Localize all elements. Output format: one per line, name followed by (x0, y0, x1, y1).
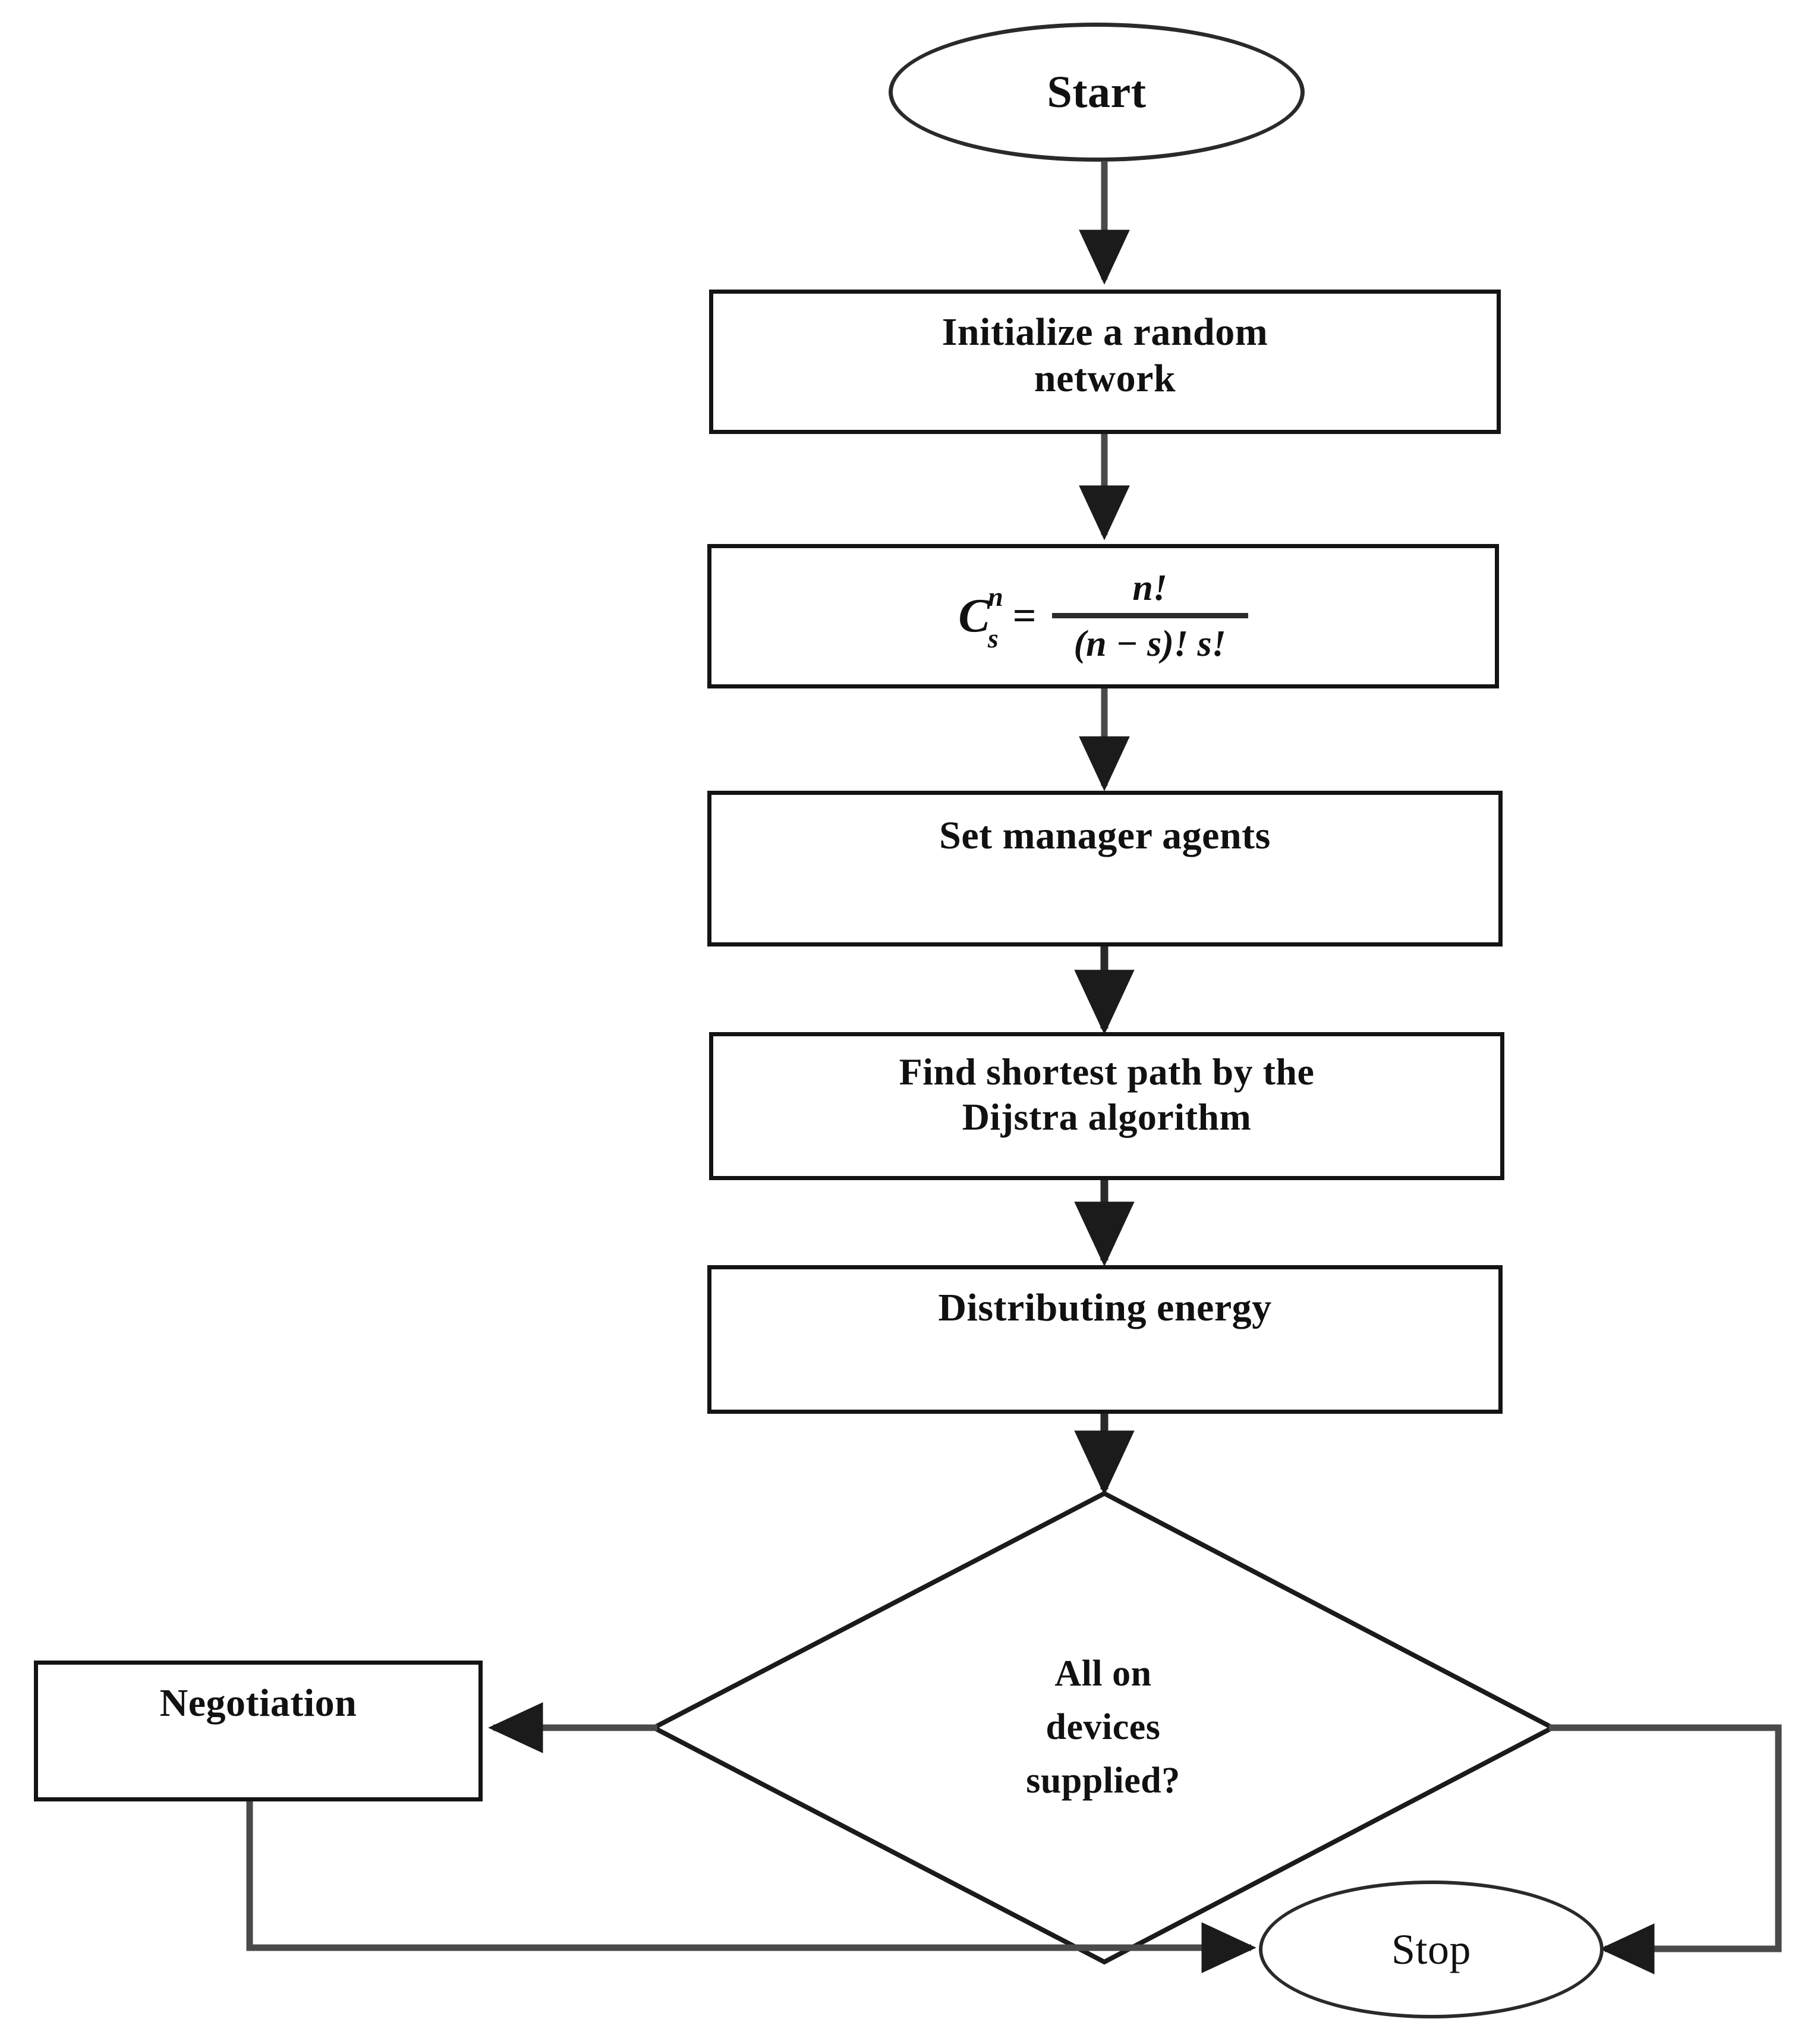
dijstra-line-1: Find shortest path by the (899, 1051, 1315, 1093)
combination-formula: C n s = n! (n − s)! s! (711, 567, 1495, 665)
node-start-label: Start (1047, 67, 1147, 117)
node-combination-formula[interactable]: C n s = n! (n − s)! s! (707, 544, 1499, 688)
node-stop-label: Stop (1391, 1925, 1472, 1973)
node-all-devices-supplied[interactable]: All on devices supplied? (654, 1493, 1553, 1962)
edge-decision-to-stop-right (1549, 1724, 1782, 1974)
node-set-manager-agents[interactable]: Set manager agents (707, 791, 1503, 946)
formula-lhs-subscript: s (987, 623, 999, 653)
node-initialize-random-network[interactable]: Initialize a random network (709, 290, 1501, 434)
dijstra-line-2: Dijstra algorithm (962, 1095, 1252, 1138)
node-all-devices-supplied-label: All on devices supplied? (1026, 1647, 1180, 1808)
node-distributing-energy-label: Distributing energy (938, 1286, 1272, 1329)
formula-numerator: n! (1132, 568, 1167, 608)
node-find-shortest-path[interactable]: Find shortest path by the Dijstra algori… (709, 1032, 1504, 1180)
init-line-1: Initialize a random (941, 310, 1268, 354)
formula-fraction: n! (n − s)! s! (1051, 567, 1248, 665)
formula-equals: = (1012, 593, 1037, 639)
decision-line-1: All on (1054, 1653, 1152, 1694)
formula-denominator: (n − s)! s! (1073, 624, 1226, 664)
node-negotiation-label: Negotiation (159, 1681, 357, 1725)
node-set-manager-agents-label: Set manager agents (939, 814, 1271, 857)
node-stop[interactable]: Stop (1259, 1881, 1604, 2018)
node-negotiation[interactable]: Negotiation (34, 1661, 483, 1801)
edge-negotiation-to-stop (246, 1801, 1257, 1973)
init-line-2: network (1034, 356, 1176, 400)
formula-lhs-superscript: n (988, 581, 1003, 612)
formula-lhs-base: C (958, 590, 990, 642)
node-initialize-random-network-label: Initialize a random network (713, 309, 1497, 402)
formula-lhs: C n s (958, 581, 1003, 653)
node-distributing-energy[interactable]: Distributing energy (707, 1265, 1503, 1414)
decision-line-3: supplied? (1026, 1760, 1180, 1801)
formula-fraction-bar (1051, 613, 1248, 618)
decision-diamond-shape (648, 1490, 1558, 1965)
node-find-shortest-path-label: Find shortest path by the Dijstra algori… (713, 1049, 1500, 1139)
node-start[interactable]: Start (889, 23, 1305, 162)
decision-line-2: devices (1046, 1707, 1161, 1748)
